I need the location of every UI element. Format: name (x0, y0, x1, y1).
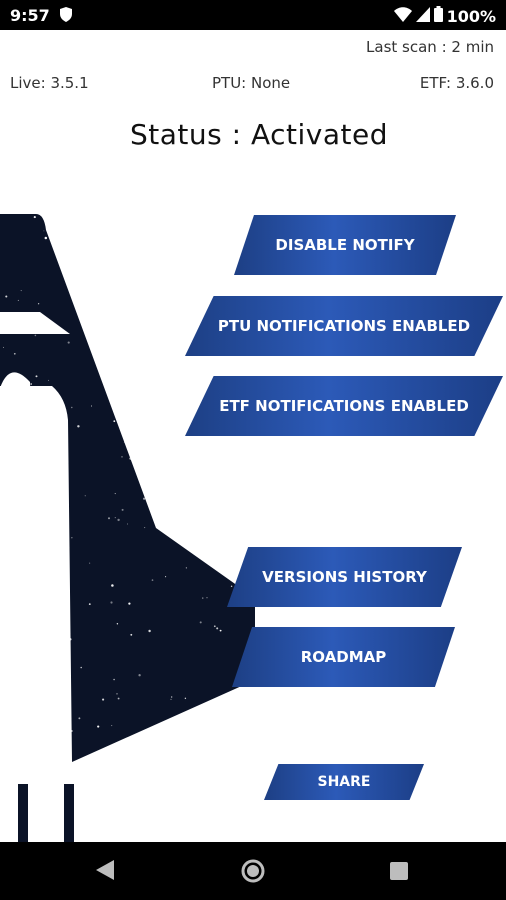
back-icon[interactable] (96, 860, 114, 885)
roadmap-button[interactable]: ROADMAP (232, 627, 455, 687)
roadmap-label: ROADMAP (300, 648, 387, 666)
live-version: Live: 3.5.1 (10, 74, 89, 92)
ptu-notifications-button[interactable]: PTU NOTIFICATIONS ENABLED (185, 296, 503, 356)
shield-icon (60, 7, 72, 27)
wifi-icon (393, 6, 412, 26)
share-label: SHARE (317, 774, 371, 790)
ptu-notifications-label: PTU NOTIFICATIONS ENABLED (217, 317, 471, 335)
battery-icon (433, 6, 443, 26)
home-icon[interactable] (241, 859, 265, 888)
ptu-version: PTU: None (212, 74, 291, 92)
status-bar: 9:57 100% (0, 0, 506, 30)
status-title: Status : Activated (130, 118, 388, 151)
signal-icon (415, 6, 430, 26)
disable-notify-button[interactable]: DISABLE NOTIFY (234, 215, 456, 275)
share-button[interactable]: SHARE (264, 764, 424, 800)
etf-notifications-label: ETF NOTIFICATIONS ENABLED (219, 397, 469, 415)
etf-notifications-button[interactable]: ETF NOTIFICATIONS ENABLED (185, 376, 503, 436)
last-scan-label: Last scan : 2 min (366, 38, 494, 56)
recent-apps-icon[interactable] (390, 862, 408, 885)
versions-history-label: VERSIONS HISTORY (262, 568, 427, 586)
versions-history-button[interactable]: VERSIONS HISTORY (227, 547, 462, 607)
navigation-bar (0, 842, 506, 900)
battery-percent: 100% (446, 6, 496, 26)
etf-version: ETF: 3.6.0 (419, 74, 494, 92)
status-icons: 100% (393, 6, 496, 26)
disable-notify-label: DISABLE NOTIFY (275, 236, 415, 254)
status-time: 9:57 (10, 6, 50, 25)
